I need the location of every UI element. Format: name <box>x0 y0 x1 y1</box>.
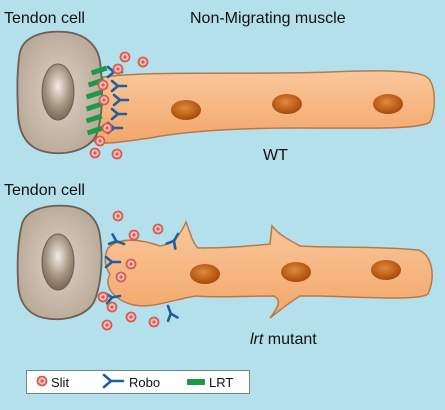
lrt-bar-icon <box>187 379 205 385</box>
mutant-muscle-nucleus <box>371 260 401 280</box>
slit-dot <box>152 223 164 235</box>
bottom-genotype-label: lrt mutant <box>250 331 317 349</box>
slit-dot <box>137 56 149 68</box>
wt-muscle-nucleus <box>272 94 302 114</box>
mutant-muscle-nucleus <box>281 262 311 282</box>
wt-tendon-nucleus <box>41 63 75 121</box>
wt-lrt-cluster <box>85 65 108 136</box>
slit-dot <box>115 271 127 283</box>
lrt-bar <box>85 101 103 112</box>
slit-dot <box>112 63 124 75</box>
slit-dot <box>148 316 160 328</box>
wt-muscle-nucleus <box>171 100 201 120</box>
lrt-bar <box>86 125 104 136</box>
legend: Slit Robo LRT <box>26 370 250 394</box>
slit-dot <box>125 258 137 270</box>
slit-dot <box>106 301 118 313</box>
slit-dot <box>128 229 140 241</box>
slit-dot <box>97 291 109 303</box>
slit-dot <box>98 94 110 106</box>
legend-label-robo: Robo <box>129 375 161 390</box>
lrt-bar <box>87 77 105 88</box>
slit-dot <box>94 135 106 147</box>
mutant-gene-name: lrt <box>250 331 264 348</box>
mutant-muscle-fiber <box>104 220 433 319</box>
mutant-suffix: mutant <box>263 331 317 348</box>
mutant-tendon-nucleus <box>41 233 75 291</box>
top-muscle-label: Non-Migrating muscle <box>190 10 346 27</box>
legend-label-lrt: LRT <box>209 375 234 390</box>
slit-dot <box>101 319 113 331</box>
lrt-bar <box>85 89 103 100</box>
robo-receptor <box>162 302 179 323</box>
slit-dot <box>97 79 109 91</box>
robo-receptor-icon <box>102 373 125 389</box>
bottom-panel <box>16 204 433 331</box>
top-tendon-cell-label: Tendon cell <box>4 10 85 27</box>
slit-dot <box>119 51 131 63</box>
mutant-muscle-nucleus <box>190 264 220 284</box>
legend-label-slit: Slit <box>51 375 70 390</box>
slit-dot <box>125 311 137 323</box>
bottom-tendon-cell-label: Tendon cell <box>4 182 85 199</box>
slit-dot <box>101 122 113 134</box>
top-genotype-label: WT <box>263 147 288 164</box>
slit-dot-icon <box>36 375 48 387</box>
slit-dot <box>111 148 123 160</box>
lrt-bar <box>90 65 108 76</box>
wt-muscle-fiber <box>91 70 435 144</box>
slit-dot <box>89 147 101 159</box>
lrt-bar <box>85 113 103 124</box>
wt-muscle-nucleus <box>373 94 403 114</box>
top-panel <box>16 30 435 160</box>
slit-dot <box>112 210 124 222</box>
